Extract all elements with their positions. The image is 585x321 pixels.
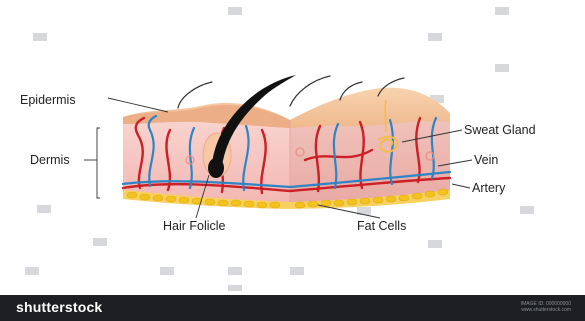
shutterstock-logo: shutterstock (16, 299, 102, 315)
label-sweat-gland: Sweat Gland (464, 123, 536, 137)
label-vein: Vein (474, 153, 498, 167)
image-meta: IMAGE ID: 000000000 www.shutterstock.com (521, 301, 571, 313)
label-epidermis: Epidermis (20, 93, 76, 107)
skin-cross-section-illustration: Epidermis Dermis Hair Folicle Fat Cells … (0, 0, 585, 295)
label-dermis: Dermis (30, 153, 70, 167)
site-url-text: www.shutterstock.com (521, 307, 571, 313)
label-hair-follicle: Hair Folicle (163, 219, 226, 233)
dermis-side-layer (290, 113, 450, 205)
label-fat-cells: Fat Cells (357, 219, 406, 233)
watermark-footer-bar: shutterstock IMAGE ID: 000000000 www.shu… (0, 295, 585, 321)
label-artery: Artery (472, 181, 506, 195)
